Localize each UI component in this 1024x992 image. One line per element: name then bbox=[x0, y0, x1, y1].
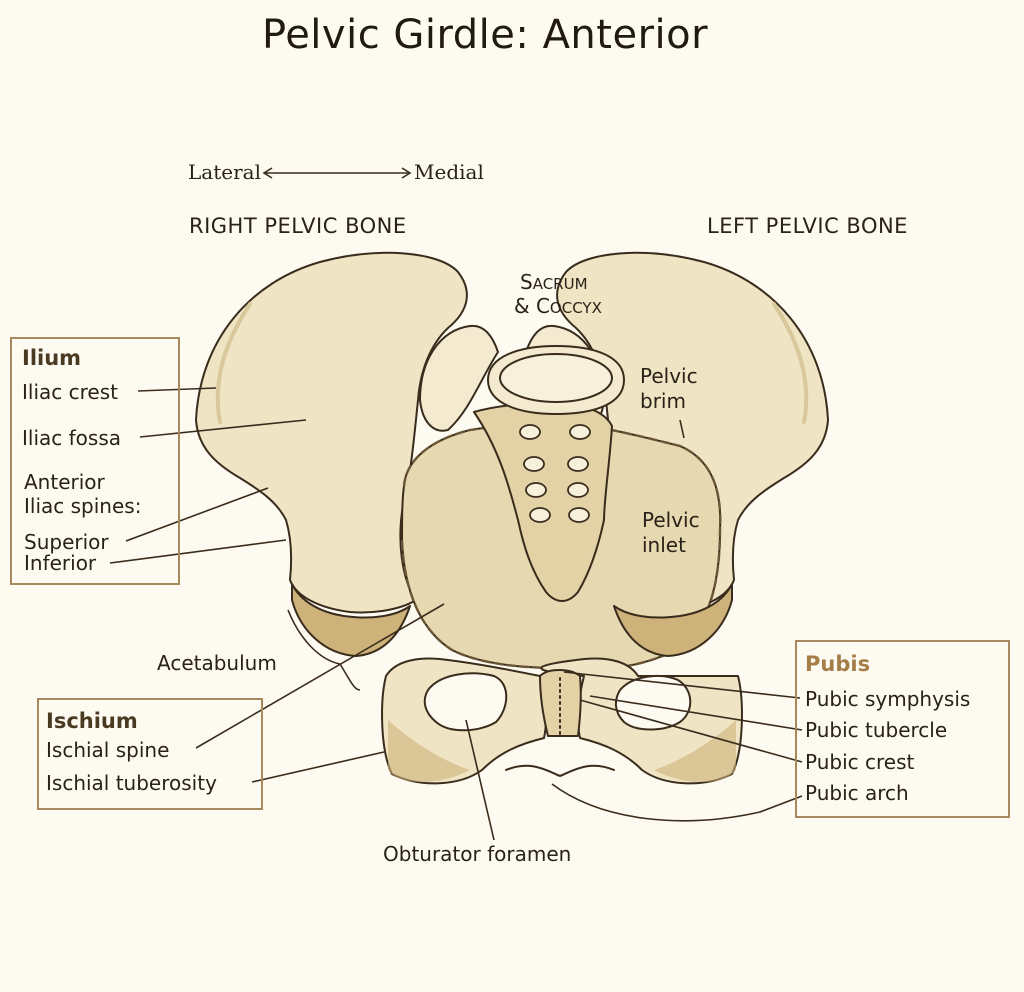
acetabulum-right bbox=[291, 583, 411, 657]
pubic-crest-label: Pubic crest bbox=[805, 750, 915, 774]
sacral-foramina bbox=[519, 424, 591, 523]
ilium-header: Ilium bbox=[22, 346, 82, 370]
anterior-label: Anterior bbox=[24, 470, 105, 494]
pubic-tubercle-label: Pubic tubercle bbox=[805, 718, 948, 742]
iliac-spines-label: Iliac spines: bbox=[24, 494, 142, 518]
pubis-header: Pubis bbox=[805, 652, 871, 676]
sacrum-ala-right bbox=[419, 324, 499, 432]
pelvic-inlet-label-2: inlet bbox=[642, 533, 686, 557]
obturator-foramen-label: Obturator foramen bbox=[383, 842, 572, 866]
sacral-canal bbox=[499, 353, 613, 403]
acetabulum-label: Acetabulum bbox=[157, 651, 277, 675]
ischial-tuberosity-label: Ischial tuberosity bbox=[46, 771, 217, 795]
left-pelvic-bone-label: LEFT PELVIC BONE bbox=[707, 214, 908, 238]
superior-spine-label: Superior bbox=[24, 530, 109, 554]
pubic-arch-line bbox=[505, 764, 615, 777]
ischium-header: Ischium bbox=[46, 709, 138, 733]
acetabulum-left bbox=[613, 583, 733, 657]
inferior-spine-label: Inferior bbox=[24, 551, 97, 575]
sacrum-label: SACRUM bbox=[520, 270, 588, 294]
pubic-symphysis-label: Pubic symphysis bbox=[805, 687, 971, 711]
left-iliac-fossa-rim bbox=[772, 302, 809, 424]
right-pelvic-bone-label: RIGHT PELVIC BONE bbox=[189, 214, 407, 238]
medial-label: Medial bbox=[414, 160, 484, 184]
right-iliac-fossa-rim bbox=[215, 302, 252, 424]
pelvic-brim-dashed bbox=[400, 420, 722, 671]
iliac-fossa-label: Iliac fossa bbox=[22, 426, 121, 450]
obturator-foramen-left bbox=[614, 674, 692, 731]
obturator-foramen-right bbox=[423, 672, 508, 732]
pelvic-inlet-label-1: Pelvic bbox=[642, 508, 700, 532]
page-title: Pelvic Girdle: Anterior bbox=[262, 12, 709, 58]
ilium-box bbox=[10, 337, 180, 585]
leader-lines bbox=[109, 167, 803, 841]
right-ischial-tuberosity-shade bbox=[388, 720, 470, 782]
pelvic-brim-label-1: Pelvic bbox=[640, 364, 698, 388]
pubic-arch-label: Pubic arch bbox=[805, 781, 909, 805]
pubis-box bbox=[795, 640, 1010, 818]
iliac-crest-label: Iliac crest bbox=[22, 380, 118, 404]
ischial-spine-label: Ischial spine bbox=[46, 738, 170, 762]
pelvic-brim-label-2: brim bbox=[640, 389, 686, 413]
left-ischial-tuberosity-shade bbox=[654, 720, 736, 782]
coccyx-label: & COCCYX bbox=[514, 294, 602, 318]
lateral-label: Lateral bbox=[188, 160, 261, 184]
ischium-box bbox=[37, 698, 263, 810]
